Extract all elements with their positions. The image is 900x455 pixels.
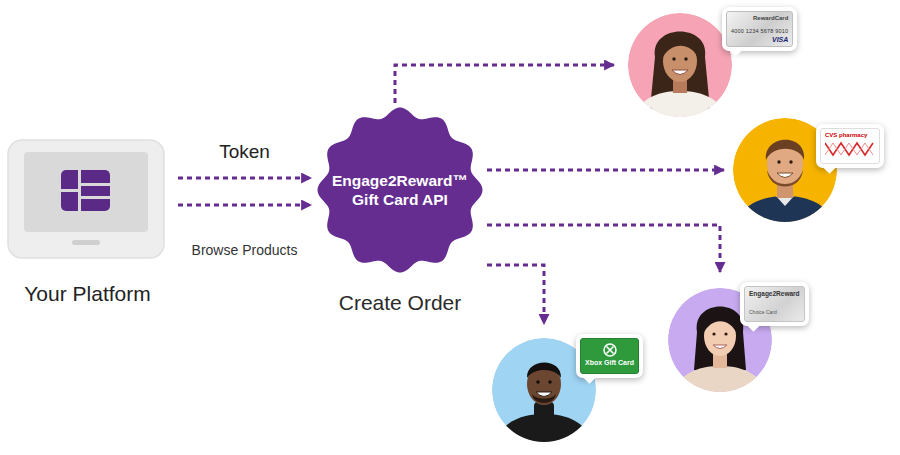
badge-outline <box>318 108 483 273</box>
xbox-logo-ring <box>604 344 616 356</box>
card-pattern <box>825 141 875 157</box>
edge-label: Browse Products <box>190 242 300 258</box>
edge-label: Token <box>217 141 272 163</box>
api-badge: Engage2Reward™ Gift Card APICreate Order <box>315 105 485 325</box>
badge-shape <box>315 105 485 275</box>
card-text: 4000 1234 5678 9010 <box>731 28 788 34</box>
card-text: Engage2Reward <box>749 290 800 297</box>
card-callout: CVS pharmacy <box>816 124 884 168</box>
reward-recipient: CVS pharmacy <box>730 118 890 224</box>
platform-node: Your Platform <box>5 140 170 310</box>
dashed-connector <box>487 265 544 324</box>
badge-caption: Create Order <box>295 291 505 315</box>
dashed-connector <box>487 169 724 172</box>
gift-card: Xbox Gift Card <box>580 338 639 374</box>
xbox-logo-cross <box>606 347 613 354</box>
dashed-connector <box>395 65 614 103</box>
reward-recipient: RewardCard 4000 1234 5678 9010VISA <box>620 5 790 120</box>
card-callout: Xbox Gift Card <box>576 334 643 378</box>
card-callout: Engage2RewardChoice Card <box>740 282 809 326</box>
card-text: Xbox Gift Card <box>585 359 634 366</box>
node-title: Your Platform <box>5 282 170 306</box>
card-text: VISA <box>731 36 788 43</box>
dashed-connector <box>178 204 311 207</box>
gift-card: RewardCard 4000 1234 5678 9010VISA <box>726 11 793 47</box>
xbox-logo <box>603 343 617 357</box>
card-text: Choice Card <box>749 309 800 315</box>
card-pattern-line <box>825 143 873 155</box>
card-text: RewardCard <box>731 15 788 21</box>
card-pattern-line <box>825 143 873 155</box>
dashed-connector <box>178 177 311 180</box>
dashed-connector <box>487 225 720 272</box>
badge-text-area: Engage2Reward™ Gift Card API <box>315 105 485 275</box>
gift-card: CVS pharmacy <box>820 128 880 164</box>
badge-label: Engage2Reward™ Gift Card API <box>326 171 474 210</box>
card-text: CVS pharmacy <box>825 132 875 138</box>
person-portrait <box>628 13 732 127</box>
card-callout: RewardCard 4000 1234 5678 9010VISA <box>722 7 797 51</box>
reward-recipient: Engage2RewardChoice Card <box>668 278 833 394</box>
gift-card: Engage2RewardChoice Card <box>744 286 805 322</box>
monitor-icon <box>8 140 164 258</box>
reward-recipient: Xbox Gift Card <box>492 330 652 448</box>
